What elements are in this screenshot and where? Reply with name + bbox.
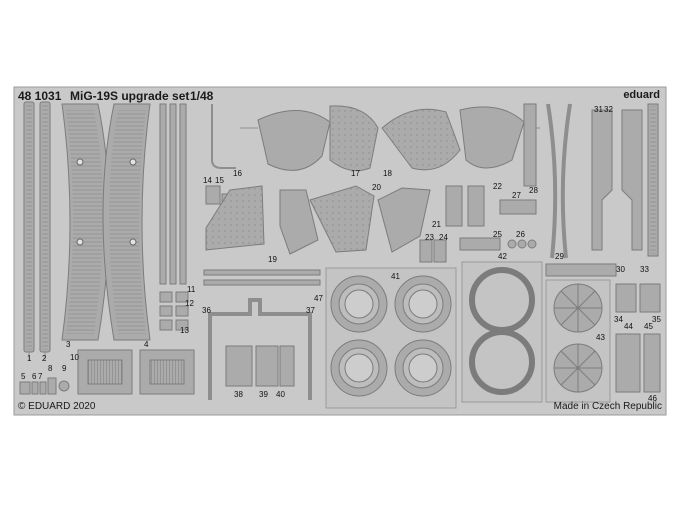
part-number: 4: [144, 340, 149, 349]
part-panels-19-21: [205, 185, 431, 255]
part-number: 9: [62, 364, 67, 373]
part-number: 30: [616, 265, 625, 274]
part-number: 35: [652, 315, 661, 324]
part-number: 7: [38, 372, 43, 381]
part-number: 37: [306, 306, 315, 315]
part-panels-3-4: [61, 103, 151, 341]
part-number: 39: [259, 390, 268, 399]
part-strips-33: [647, 103, 659, 257]
part-number: 17: [351, 169, 360, 178]
part-rods-47: [203, 269, 321, 286]
part-number: 15: [215, 176, 224, 185]
part-number: 11: [187, 285, 196, 294]
part-number: 29: [555, 252, 564, 261]
part-number: 22: [493, 182, 502, 191]
set-code: 48 1031: [18, 89, 62, 103]
part-strips-1-2: [23, 101, 51, 360]
part-strips-11: [159, 103, 187, 285]
part-number: 1: [27, 354, 32, 363]
part-number: 20: [372, 183, 381, 192]
part-number: 32: [604, 105, 613, 114]
part-number: 38: [234, 390, 243, 399]
part-small-38-40: [225, 345, 295, 387]
part-number: 31: [594, 105, 603, 114]
part-number: 2: [42, 354, 47, 363]
part-number: 46: [648, 394, 657, 403]
part-panels-16-18: [240, 105, 540, 172]
part-wheels-43: [545, 279, 611, 403]
part-small-12-13: [159, 291, 189, 331]
part-number: 12: [185, 299, 194, 308]
part-chain-28: [523, 103, 537, 187]
part-number: 18: [383, 169, 392, 178]
part-discs-41: [325, 267, 457, 409]
part-number: 6: [32, 372, 37, 381]
part-small-34-35: [615, 283, 661, 313]
part-wire-14: [211, 104, 236, 169]
part-number: 36: [202, 306, 211, 315]
part-number: 8: [48, 364, 53, 373]
part-frame-31-32: [591, 109, 643, 251]
part-pipe-36-37: [208, 298, 312, 400]
part-number: 40: [276, 390, 285, 399]
part-number: 23: [425, 233, 434, 242]
part-number: 45: [644, 322, 653, 331]
copyright-text: © EDUARD 2020: [18, 401, 96, 412]
part-number: 13: [180, 326, 189, 335]
part-number: 26: [516, 230, 525, 239]
part-boxes-10: [77, 349, 195, 395]
part-number: 47: [314, 294, 323, 303]
part-small-44-46: [615, 333, 661, 393]
part-number: 5: [21, 372, 26, 381]
part-number: 14: [203, 176, 212, 185]
part-number: 24: [439, 233, 448, 242]
part-number: 10: [70, 353, 79, 362]
part-small-25-27: [459, 199, 537, 251]
part-number: 28: [529, 186, 538, 195]
part-number: 43: [596, 333, 605, 342]
set-title: MiG-19S upgrade set: [70, 89, 190, 103]
origin-text: Made in Czech Republic: [553, 401, 662, 412]
part-number: 33: [640, 265, 649, 274]
part-number: 27: [512, 191, 521, 200]
part-small-22-24: [419, 185, 485, 263]
part-curves-29: [546, 103, 572, 259]
part-row-30: [545, 263, 617, 277]
brand-logo: eduard: [623, 89, 660, 101]
part-number: 19: [268, 255, 277, 264]
part-number: 3: [66, 340, 71, 349]
part-number: 34: [614, 315, 623, 324]
part-number: 21: [432, 220, 441, 229]
part-rings-42: [461, 261, 543, 403]
part-small-5-9: [19, 377, 70, 395]
set-scale: 1/48: [190, 89, 214, 103]
part-number: 44: [624, 322, 633, 331]
part-number: 16: [233, 169, 242, 178]
part-number: 25: [493, 230, 502, 239]
part-number: 42: [498, 252, 507, 261]
part-number: 41: [391, 272, 400, 281]
